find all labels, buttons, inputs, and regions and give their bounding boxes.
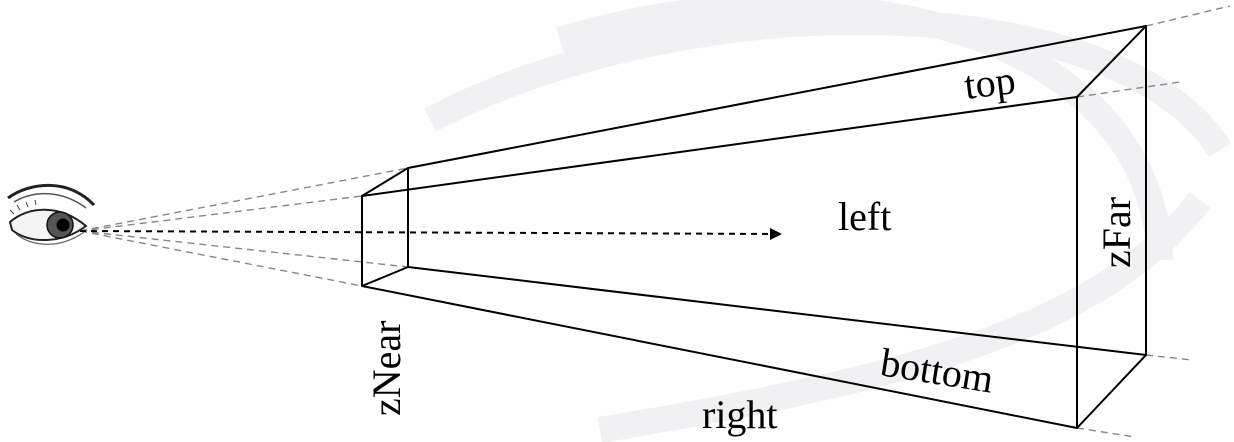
guide-ray-far-top bbox=[1145, 5, 1231, 27]
view-direction-arrow bbox=[79, 227, 782, 240]
guide-ray-top-left bbox=[79, 167, 409, 232]
eye-icon bbox=[7, 183, 96, 245]
guide-ray-far-bottom bbox=[1145, 354, 1193, 361]
guide-ray-bottom-left bbox=[79, 230, 409, 268]
label-right: right bbox=[702, 392, 778, 437]
label-znear: zNear bbox=[364, 321, 409, 416]
guide-ray-far-top-back bbox=[1076, 81, 1181, 98]
edge-bottom-front bbox=[361, 285, 1078, 429]
guide-ray-bottom-right bbox=[79, 230, 363, 287]
guide-ray-top-right bbox=[79, 195, 363, 232]
guide-ray-far-bottom-back bbox=[1076, 427, 1136, 438]
label-left: left bbox=[838, 194, 891, 239]
edge-bottom-back bbox=[407, 266, 1147, 356]
label-zfar: zFar bbox=[1094, 197, 1139, 268]
label-top: top bbox=[962, 57, 1018, 108]
edge-top-front bbox=[361, 96, 1078, 197]
near-plane bbox=[361, 167, 409, 287]
edge-top-back bbox=[407, 25, 1147, 169]
projection-guides bbox=[79, 5, 1231, 438]
frustum-edges bbox=[361, 25, 1147, 429]
background-swirl bbox=[424, 0, 1232, 442]
near-plane-outline bbox=[361, 167, 409, 287]
